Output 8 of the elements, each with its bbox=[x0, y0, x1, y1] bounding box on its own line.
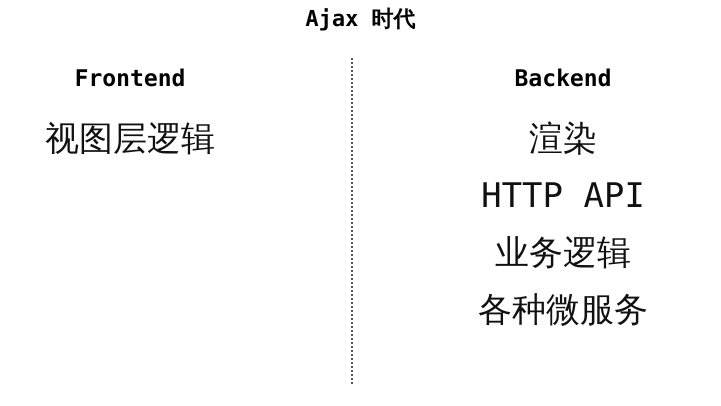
list-item: 各种微服务 bbox=[478, 289, 648, 332]
list-item: 视图层逻辑 bbox=[45, 118, 215, 161]
list-item: HTTP API bbox=[481, 175, 645, 218]
list-item: 业务逻辑 bbox=[495, 232, 631, 275]
column-heading: Frontend bbox=[74, 65, 186, 94]
list-item: 渲染 bbox=[529, 118, 597, 161]
title: Ajax 时代 bbox=[305, 6, 416, 34]
column-heading: Backend bbox=[514, 65, 612, 94]
